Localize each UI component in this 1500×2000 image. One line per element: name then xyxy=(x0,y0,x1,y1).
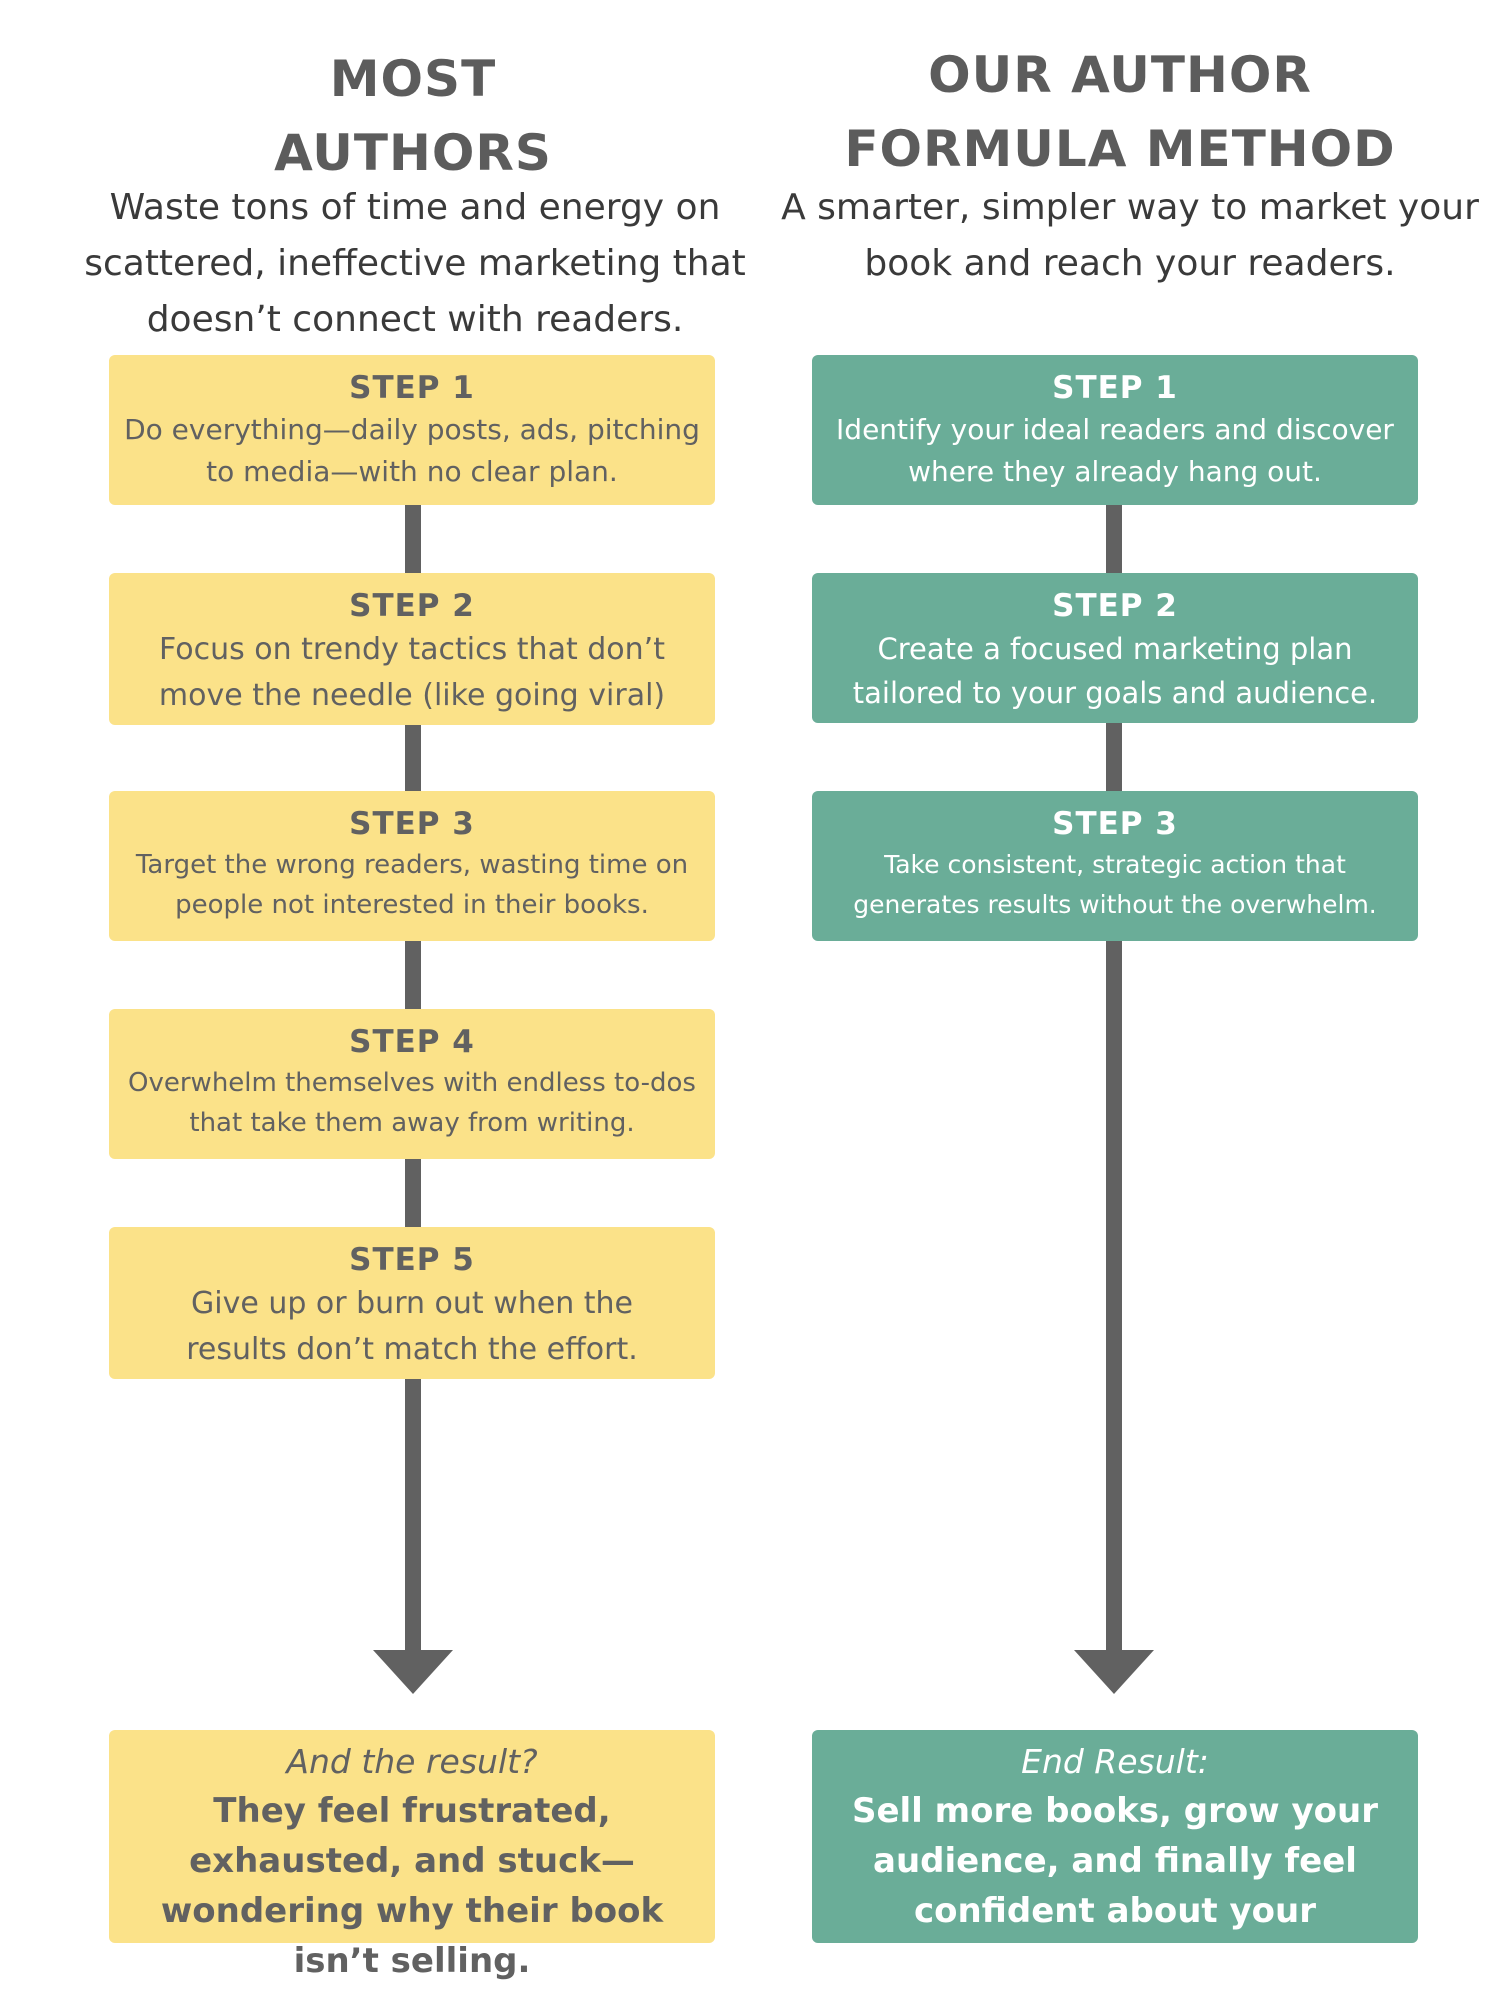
right-step-1-title: STEP 1 xyxy=(1052,370,1178,406)
left-step-2-box: STEP 2 Focus on trendy tactics that don’… xyxy=(109,573,715,725)
left-step-4-title: STEP 4 xyxy=(349,1024,475,1060)
left-step-5-text: Give up or burn out when the results don… xyxy=(186,1286,638,1367)
left-step-1-text: Do everything—daily posts, ads, pitching… xyxy=(124,413,700,488)
right-step-3-title: STEP 3 xyxy=(1052,806,1178,842)
right-heading: OUR AUTHOR FORMULA METHOD xyxy=(780,38,1460,186)
left-result-box: And the result? They feel frustrated, ex… xyxy=(109,1730,715,1981)
right-step-3-text: Take consistent, strategic action that g… xyxy=(853,850,1377,919)
left-step-3-title: STEP 3 xyxy=(349,806,475,842)
left-heading-line-2: AUTHORS xyxy=(274,124,552,182)
right-step-1-text: Identify your ideal readers and discover… xyxy=(836,413,1394,488)
left-heading: MOST AUTHORS xyxy=(110,42,716,190)
right-step-1-box: STEP 1 Identify your ideal readers and d… xyxy=(812,355,1418,505)
left-result-text: They feel frustrated, exhausted, and stu… xyxy=(160,1791,664,1981)
left-step-3-box: STEP 3 Target the wrong readers, wasting… xyxy=(109,791,715,941)
right-heading-line-1: OUR AUTHOR xyxy=(928,46,1312,104)
right-arrow-line xyxy=(1106,500,1122,1660)
right-result-lead: End Result: xyxy=(1021,1742,1209,1781)
left-step-5-box: STEP 5 Give up or burn out when the resu… xyxy=(109,1227,715,1379)
right-arrow-head xyxy=(1074,1650,1154,1694)
left-step-4-box: STEP 4 Overwhelm themselves with endless… xyxy=(109,1009,715,1159)
right-result-box: End Result: Sell more books, grow your a… xyxy=(812,1730,1418,1981)
left-intro: Waste tons of time and energy on scatter… xyxy=(84,187,746,340)
right-step-2-box: STEP 2 Create a focused marketing plan t… xyxy=(812,573,1418,723)
left-step-5-title: STEP 5 xyxy=(349,1242,475,1278)
right-step-2-text: Create a focused marketing plan tailored… xyxy=(852,632,1378,710)
left-step-3-text: Target the wrong readers, wasting time o… xyxy=(135,850,689,920)
right-heading-line-2: FORMULA METHOD xyxy=(844,120,1396,178)
right-step-2-title: STEP 2 xyxy=(1052,588,1178,624)
left-step-2-title: STEP 2 xyxy=(349,588,475,624)
left-step-4-text: Overwhelm themselves with endless to-dos… xyxy=(128,1068,696,1138)
left-result-lead: And the result? xyxy=(286,1742,538,1781)
right-intro: A smarter, simpler way to market your bo… xyxy=(781,187,1479,284)
left-arrow-head xyxy=(373,1650,453,1694)
right-result-text: Sell more books, grow your audience, and… xyxy=(851,1791,1378,1981)
left-step-2-text: Focus on trendy tactics that don’t move … xyxy=(158,632,666,713)
left-step-1-box: STEP 1 Do everything—daily posts, ads, p… xyxy=(109,355,715,505)
left-step-1-title: STEP 1 xyxy=(349,370,475,406)
right-step-3-box: STEP 3 Take consistent, strategic action… xyxy=(812,791,1418,941)
left-heading-line-1: MOST xyxy=(329,50,497,108)
